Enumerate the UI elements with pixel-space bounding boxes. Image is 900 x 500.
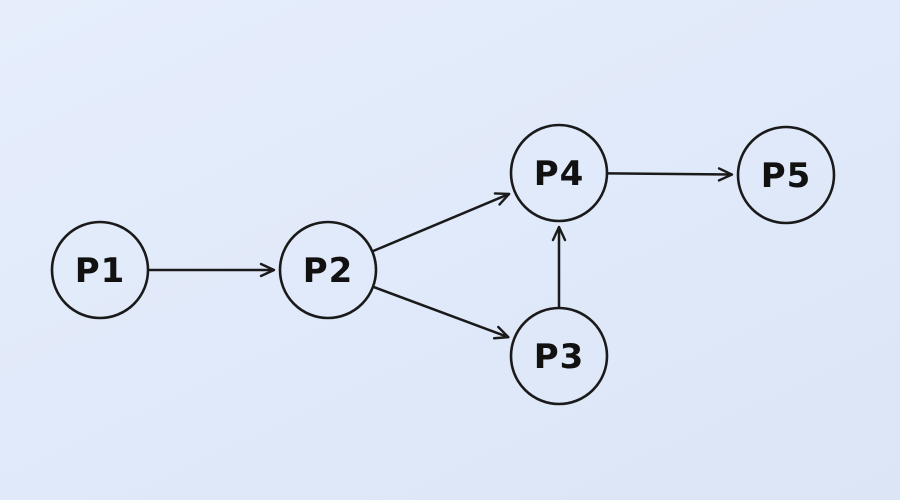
edge-P4-P5 bbox=[607, 167, 734, 182]
node-label-P5: P5 bbox=[761, 156, 812, 196]
node-label-P3: P3 bbox=[534, 337, 585, 377]
node-label-P1: P1 bbox=[75, 251, 126, 291]
node-P3: P3 bbox=[509, 306, 609, 406]
node-label-P4: P4 bbox=[534, 154, 585, 194]
node-circle-P4 bbox=[509, 123, 609, 223]
edges-layer bbox=[149, 167, 734, 340]
node-circle-P3 bbox=[509, 306, 609, 406]
edge-P2-P4 bbox=[372, 192, 511, 253]
node-circle-P5 bbox=[736, 125, 836, 225]
node-P5: P5 bbox=[736, 125, 836, 225]
node-P2: P2 bbox=[278, 220, 378, 320]
node-label-P2: P2 bbox=[303, 251, 354, 291]
node-P1: P1 bbox=[50, 220, 150, 320]
node-circle-P2 bbox=[278, 220, 378, 320]
node-circle-P1 bbox=[50, 220, 150, 320]
edge-P2-P3 bbox=[373, 285, 510, 340]
node-P4: P4 bbox=[509, 123, 609, 223]
